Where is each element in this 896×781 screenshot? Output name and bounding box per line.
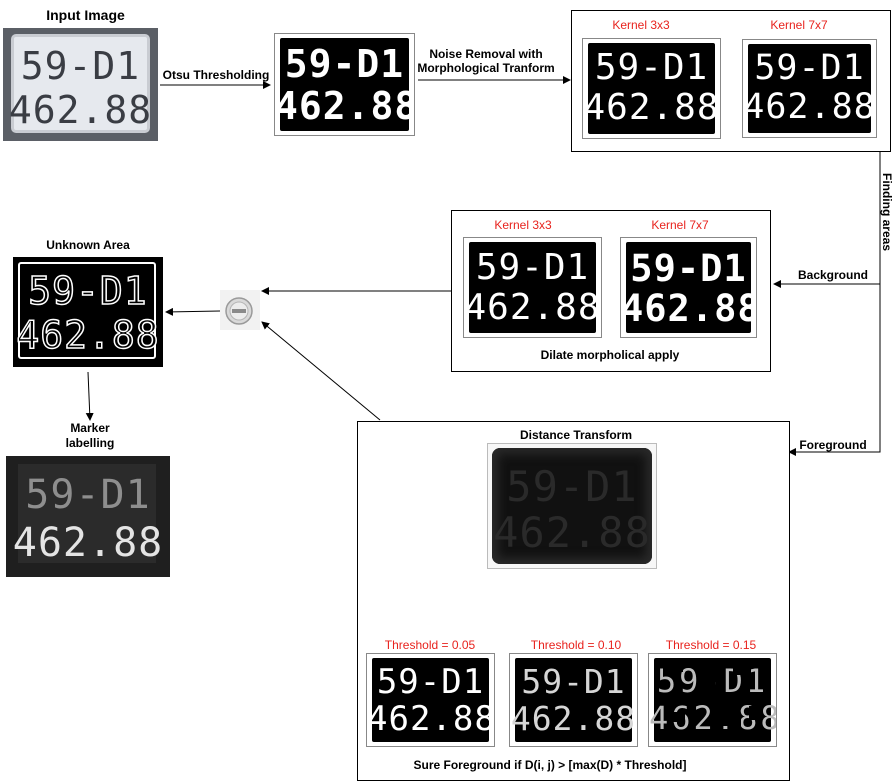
input-image: 59-D1 462.88 [3,28,158,141]
plate-line1: 59-D1 [25,472,151,518]
noise-kernel-3x3-image: 59-D1 462.88 [582,38,721,139]
arrow-foreground [788,284,881,456]
noise-kernel-a: Kernel 3x3 [612,18,670,32]
plate-line2: 462.88 [464,287,601,328]
plate-line1: 59-D1 [630,247,747,290]
threshold-0-05-image: 59-D1 462.88 [366,653,495,747]
plate-line1: 59-D1 [376,662,485,702]
threshold-0-10-image: 59-D1 462.88 [509,653,638,747]
plate-line1: 59-D1 [28,268,148,314]
marker-title-2: labelling [65,436,115,450]
background-kernel-b: Kernel 7x7 [651,218,709,232]
arrow-unknown-to-marker [85,371,94,421]
background-kernel-3x3-image: 59-D1 462.88 [463,237,602,338]
plate-line2: 462.88 [367,699,495,739]
plate-line2: 462.88 [275,84,415,128]
marker-labelling-image: 59-D1 462.88 [6,456,170,577]
plate-line1: 59-D1 [754,48,865,88]
background-label: Background [797,268,868,282]
foreground-caption: Sure Foreground if D(i, j) > [max(D) * T… [413,758,687,772]
plate-line1: 59-D1 [20,44,141,88]
foreground-label: Foreground [799,438,867,452]
noise-label-2: Morphological Tranform [417,61,555,75]
threshold-label-2: Threshold = 0.15 [665,638,757,652]
background-kernel-7x7-image: 59-D1 462.88 [620,237,757,338]
plate-line2: 462.88 [12,520,164,566]
noise-overlay [663,664,761,726]
distance-transform-image: 59-D1 462.88 [487,443,657,569]
plate-line1: 59-D1 [594,47,709,88]
arrow-background [773,150,881,288]
plate-line1: 59-D1 [475,247,590,288]
plate-line2: 462.88 [16,312,160,358]
noise-kernel-b: Kernel 7x7 [770,18,828,32]
arrow-fg-to-minus [261,321,381,421]
minus-icon [225,297,253,325]
background-kernel-a: Kernel 3x3 [494,218,552,232]
unknown-title: Unknown Area [46,238,130,252]
finding-areas-label: Finding areas [880,172,894,252]
plate-line2: 462.88 [510,699,637,738]
plate-line2: 462.88 [621,287,757,330]
minus-operator [220,290,260,330]
threshold-label-0: Threshold = 0.05 [384,638,476,652]
threshold-0-15-image: 59-D1 462.88 [648,653,777,747]
input-title: Input Image [46,7,125,23]
plate-line1: 59-D1 [521,662,626,701]
distance-transform-title: Distance Transform [519,428,633,442]
background-caption: Dilate morpholical apply [540,348,680,362]
plate-line1: 59-D1 [284,42,405,86]
marker-title-1: Marker [70,421,110,435]
plate-line2: 462.88 [493,508,651,557]
plate-line2: 462.88 [583,87,720,128]
threshold-label-1: Threshold = 0.10 [530,638,622,652]
noise-label-1: Noise Removal with [429,47,543,61]
otsu-label: Otsu Thresholding [162,68,270,82]
arrow-minus-to-unknown [165,307,221,316]
plate-line2: 462.88 [743,87,876,127]
plate-line1: 59-D1 [506,462,638,511]
plate-line2: 462.88 [8,88,153,132]
noise-kernel-7x7-image: 59-D1 462.88 [742,39,877,138]
unknown-area-image: 59-D1 462.88 [13,257,163,367]
otsu-image: 59-D1 462.88 [274,33,415,136]
